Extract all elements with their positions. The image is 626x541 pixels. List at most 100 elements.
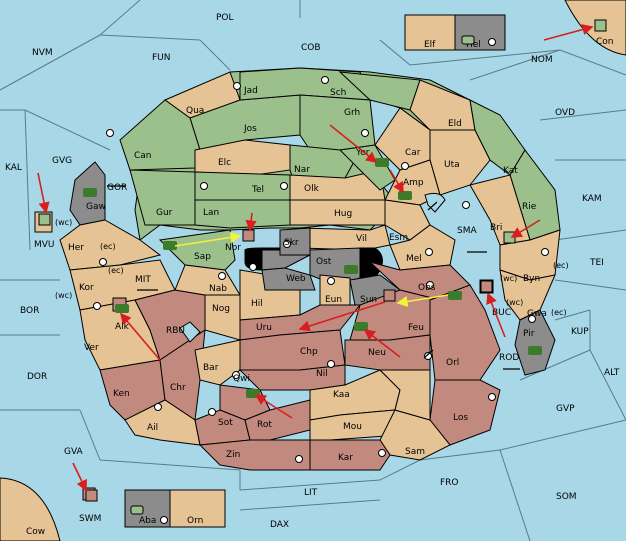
coast-gwa-wc: (wc) — [506, 298, 523, 307]
fleet-unit — [461, 35, 475, 45]
label-Orn: Orn — [187, 516, 203, 526]
label-Neu: Neu — [368, 348, 386, 358]
label-ALT: ALT — [604, 368, 620, 378]
label-Sap: Sap — [194, 252, 211, 262]
label-Grh: Grh — [344, 108, 360, 118]
label-Web: Web — [286, 274, 306, 284]
label-Kat: Kat — [503, 166, 518, 176]
label-Skr: Skr — [284, 238, 299, 248]
label-Car: Car — [405, 148, 421, 158]
label-Nor: Nor — [225, 243, 241, 253]
label-Gur: Gur — [156, 208, 173, 218]
label-MIT: MIT — [135, 275, 151, 285]
fleet-unit — [85, 489, 98, 502]
coast-kor-ec: (ec) — [108, 266, 124, 275]
label-SOM: SOM — [556, 492, 577, 502]
label-Cow: Cow — [26, 527, 45, 537]
label-GVA: GVA — [64, 447, 84, 457]
label-TEI: TEI — [589, 258, 604, 268]
army-unit — [375, 158, 389, 167]
label-Uru: Uru — [256, 323, 272, 333]
label-GVG: GVG — [52, 156, 72, 166]
label-RBU: RBU — [166, 326, 185, 336]
label-Chp: Chp — [300, 347, 318, 357]
label-Jos: Jos — [243, 124, 257, 134]
label-NOM: NOM — [531, 55, 553, 65]
label-Qwi: Qwi — [233, 374, 250, 384]
support-orders — [174, 231, 449, 308]
label-Rie: Rie — [522, 202, 537, 212]
label-Gaw: Gaw — [86, 202, 106, 212]
label-Hug: Hug — [334, 209, 352, 219]
label-Eun: Eun — [325, 295, 342, 305]
army-unit — [448, 291, 462, 300]
coast-byn-wc: (wc) — [500, 274, 517, 283]
label-Hil: Hil — [251, 299, 263, 309]
label-Alk: Alk — [115, 322, 130, 332]
label-Nab: Nab — [209, 284, 227, 294]
canal-markers — [107, 185, 520, 370]
label-Elc: Elc — [218, 158, 231, 168]
label-Ken: Ken — [113, 389, 130, 399]
label-Can: Can — [134, 151, 152, 161]
fleet-unit — [242, 229, 255, 242]
label-Yor: Yor — [355, 148, 370, 158]
label-Orl: Orl — [446, 358, 459, 368]
label-Nil: Nil — [316, 369, 328, 379]
army-unit — [344, 265, 358, 274]
label-Aba: Aba — [139, 516, 156, 526]
label-POL: POL — [216, 13, 234, 23]
label-Sun: Sun — [360, 295, 377, 305]
label-Nog: Nog — [212, 304, 230, 314]
label-Olk: Olk — [304, 184, 320, 194]
label-Kor: Kor — [79, 283, 94, 293]
label-Kar: Kar — [338, 453, 353, 463]
label-Los: Los — [453, 413, 468, 423]
label-Rot: Rot — [257, 420, 272, 430]
label-Lan: Lan — [203, 208, 219, 218]
label-Ver: Ver — [84, 343, 99, 353]
label-KUP: KUP — [571, 327, 589, 337]
label-Byn: Byn — [523, 274, 540, 284]
label-Bar: Bar — [203, 363, 219, 373]
label-DOR: DOR — [27, 372, 47, 382]
label-Her: Her — [68, 243, 84, 253]
label-Sch: Sch — [330, 88, 346, 98]
label-DAX: DAX — [270, 520, 289, 530]
label-Uta: Uta — [444, 160, 460, 170]
label-ROD: ROD — [499, 353, 519, 363]
label-Pir: Pir — [523, 329, 535, 339]
label-LIT: LIT — [304, 488, 318, 498]
army-unit — [115, 304, 129, 313]
label-Vil: Vil — [356, 234, 367, 244]
label-Feu: Feu — [408, 323, 424, 333]
label-Gwa: Gwa — [527, 309, 547, 319]
army-unit — [354, 322, 368, 331]
label-Tel: Tel — [251, 185, 264, 195]
supply-centers — [93, 38, 549, 524]
label-Mou: Mou — [343, 422, 362, 432]
label-Chr: Chr — [170, 383, 186, 393]
army-unit — [398, 191, 412, 200]
label-NVM: NVM — [32, 48, 53, 58]
label-Kaa: Kaa — [333, 390, 350, 400]
fleet-unit — [503, 231, 516, 244]
label-Zin: Zin — [226, 450, 240, 460]
label-Bri: Bri — [490, 223, 502, 233]
label-Jad: Jad — [243, 86, 258, 96]
coast-kor-wc: (wc) — [55, 291, 72, 300]
move-orders — [37, 24, 594, 492]
label-Amp: Amp — [403, 178, 424, 188]
label-Ail: Ail — [147, 423, 158, 433]
label-Eld: Eld — [448, 119, 462, 129]
fleet-unit — [594, 19, 607, 32]
label-MVU: MVU — [34, 240, 55, 250]
label-FRO: FRO — [440, 478, 459, 488]
label-SMA: SMA — [457, 226, 477, 236]
label-Esm: Esm — [389, 233, 408, 243]
fleet-unit — [130, 505, 144, 515]
label-Con: Con — [596, 37, 614, 47]
label-KAM: KAM — [582, 194, 602, 204]
